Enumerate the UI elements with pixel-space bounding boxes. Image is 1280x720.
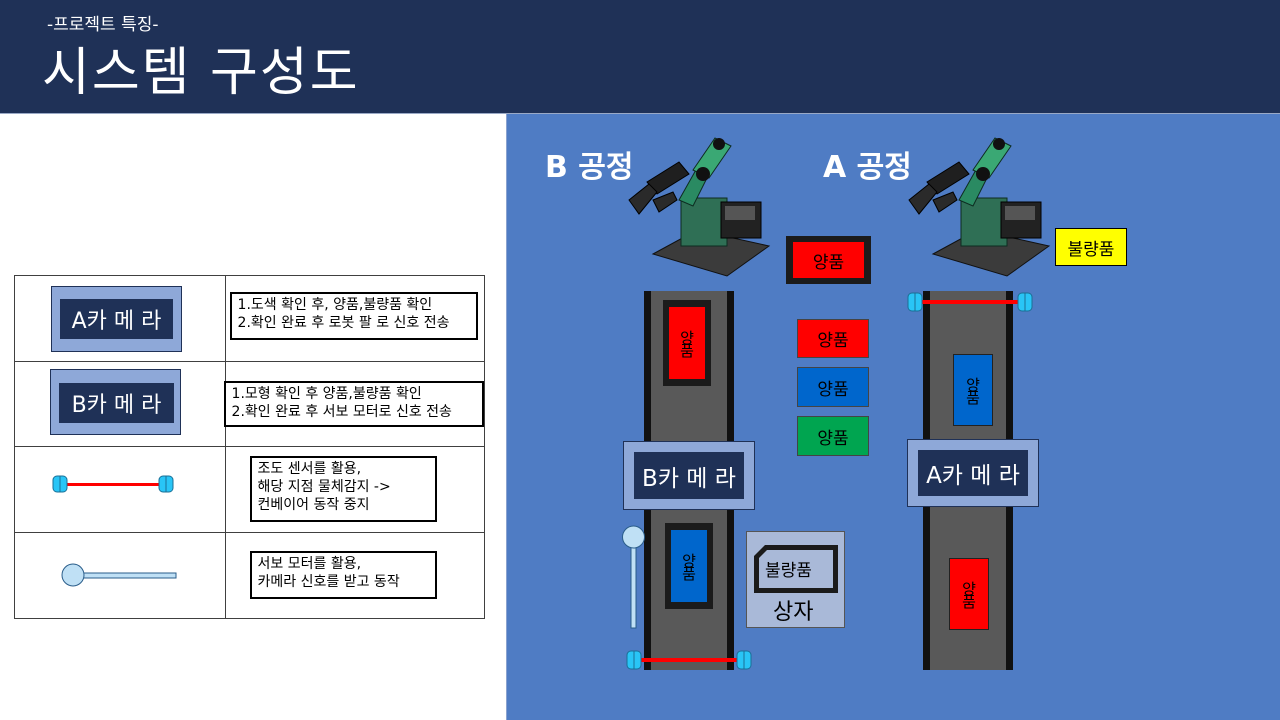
legend-table: A카 메 라 1.도색 확인 후, 양품,불량품 확인 2.확인 완료 후 로봇…: [14, 275, 486, 619]
a-camera-legend-icon: A카 메 라: [51, 286, 182, 352]
a-camera-legend-label: A카 메 라: [60, 299, 173, 339]
conveyor-a-item-mid: 양품: [953, 354, 993, 426]
defect-box-label: 상자: [773, 600, 814, 625]
light-sensor-icon: [52, 475, 174, 493]
robot-arm-icon: [628, 137, 771, 277]
process-diagram: B 공정 A 공정 불량품 양품 양품 양품 양품 양품 양: [506, 114, 1280, 720]
defect-label: 불량품: [1055, 228, 1127, 266]
slide-subtitle: -프로젝트 특징-: [47, 15, 159, 35]
legend-panel: A카 메 라 1.도색 확인 후, 양품,불량품 확인 2.확인 완료 후 로봇…: [0, 114, 506, 720]
light-sensor-icon: [626, 650, 752, 670]
a-camera-description: 1.도색 확인 후, 양품,불량품 확인 2.확인 완료 후 로봇 팔 로 신호…: [229, 292, 478, 340]
camera-a: A카 메 라: [907, 439, 1039, 507]
camera-a-label: A카 메 라: [918, 450, 1028, 496]
b-camera-description: 1.모형 확인 후 양품,불량품 확인 2.확인 완료 후 서보 모터로 신호 …: [223, 381, 484, 427]
legend-a-camera-cell: A카 메 라: [14, 275, 226, 362]
legend-light-sensor-cell: [14, 446, 226, 533]
camera-b-label: B카 메 라: [634, 452, 744, 499]
b-camera-legend-icon: B카 메 라: [50, 369, 181, 435]
legend-a-camera-desc-cell: 1.도색 확인 후, 양품,불량품 확인 2.확인 완료 후 로봇 팔 로 신호…: [224, 275, 486, 362]
legend-servo-cell: [14, 532, 226, 619]
good-item-green: 양품: [797, 416, 869, 456]
defect-box: 불량품 상자: [746, 531, 845, 628]
servo-motor-icon: [622, 525, 645, 629]
good-item-blue: 양품: [797, 367, 869, 407]
header-bar: -프로젝트 특징- 시스템 구성도: [0, 0, 1280, 114]
b-camera-legend-label: B카 메 라: [59, 383, 174, 423]
defect-box-inner-label: 불량품: [765, 561, 812, 581]
slide-title: 시스템 구성도: [42, 43, 360, 103]
conveyor-b-item-top: 양품: [669, 307, 705, 379]
servo-motor-icon: [61, 563, 177, 587]
light-sensor-icon: [907, 292, 1033, 312]
legend-servo-desc-cell: 서보 모터를 활용, 카메라 신호를 받고 동작: [224, 532, 486, 619]
good-item-red: 양품: [797, 319, 869, 358]
camera-b: B카 메 라: [623, 441, 755, 510]
conveyor-a-item-bottom: 양품: [949, 558, 989, 630]
servo-description: 서보 모터를 활용, 카메라 신호를 받고 동작: [249, 551, 437, 599]
conveyor-b-item-bottom: 양품: [671, 530, 707, 602]
defect-box-slot: [754, 545, 838, 593]
light-sensor-description: 조도 센서를 활용, 해당 지점 물체감지 -> 컨베이어 동작 중지: [249, 456, 437, 522]
legend-b-camera-desc-cell: 1.모형 확인 후 양품,불량품 확인 2.확인 완료 후 서보 모터로 신호 …: [223, 361, 486, 447]
legend-light-sensor-desc-cell: 조도 센서를 활용, 해당 지점 물체감지 -> 컨베이어 동작 중지: [224, 446, 486, 533]
legend-b-camera-cell: B카 메 라: [14, 361, 226, 447]
process-a-label: A 공정: [823, 150, 912, 185]
process-b-label: B 공정: [545, 150, 634, 185]
robot-arm-icon: [908, 137, 1051, 277]
good-item-red-top: 양품: [793, 242, 864, 278]
